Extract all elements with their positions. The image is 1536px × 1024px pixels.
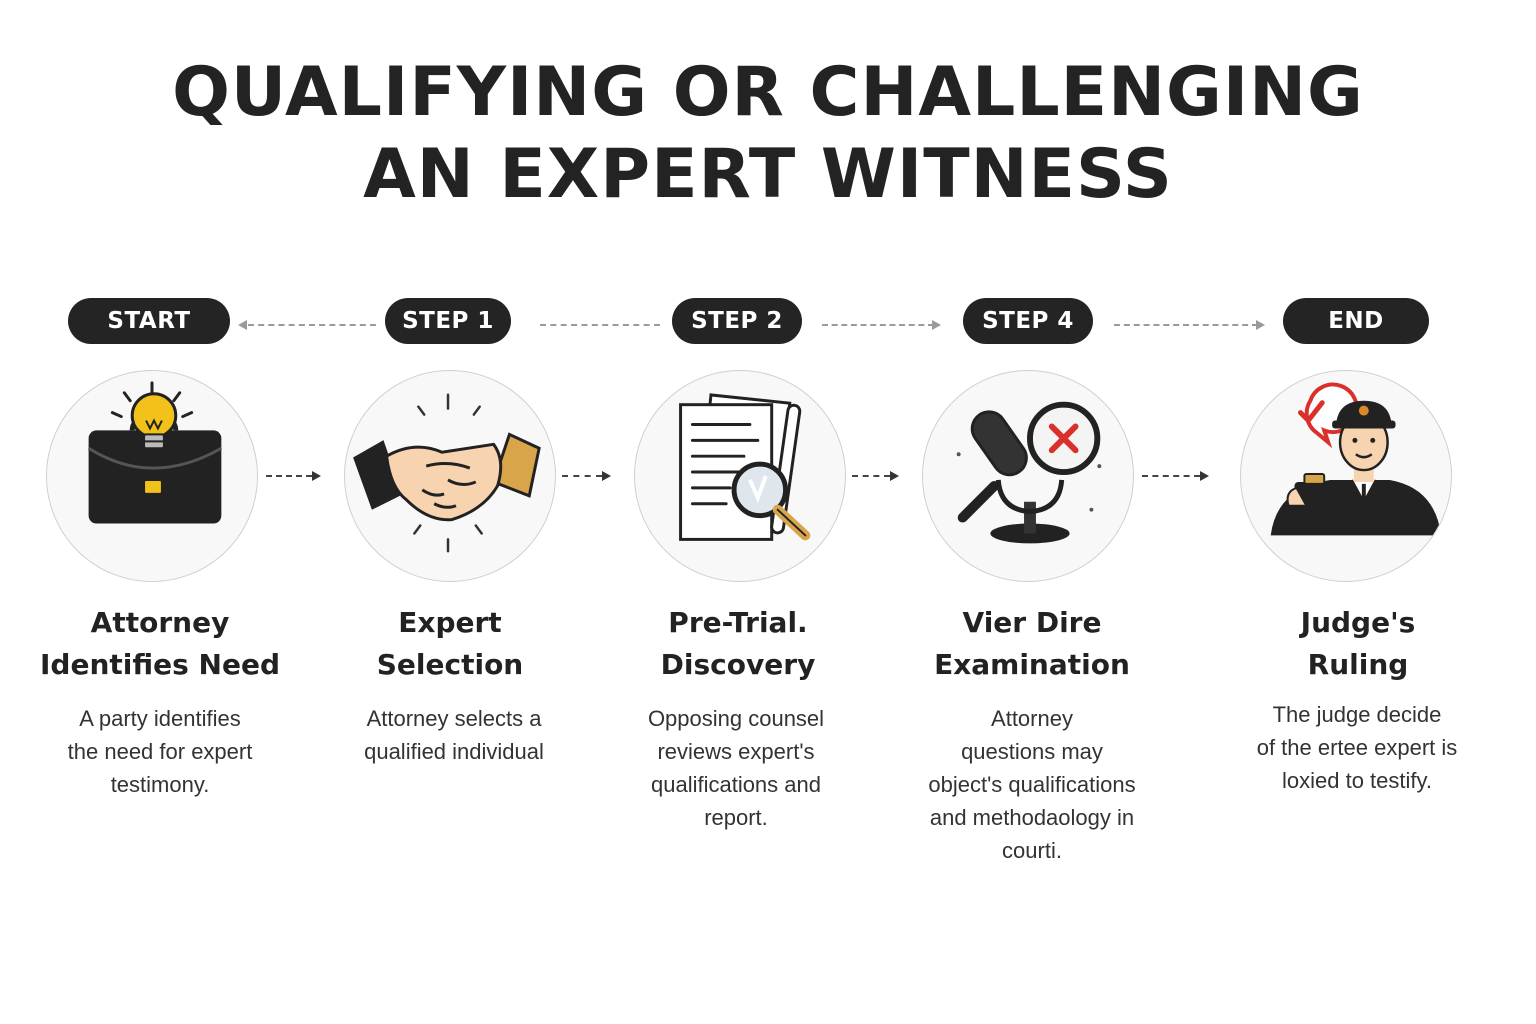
step-desc-line: object's qualifications bbox=[928, 772, 1136, 797]
step-circle-step-2 bbox=[634, 370, 846, 582]
step-badge-step-1: STEP 1 bbox=[385, 298, 511, 344]
step-circle-step-1 bbox=[344, 370, 556, 582]
step-desc-line: of the ertee expert is bbox=[1256, 735, 1458, 760]
step-desc-line: reviews expert's bbox=[657, 739, 815, 764]
step-desc-line: testimony. bbox=[110, 772, 210, 797]
judge-approval-icon bbox=[1270, 382, 1442, 536]
step-desc-line: report. bbox=[704, 805, 768, 830]
step-circle-end bbox=[1240, 370, 1452, 582]
step-desc-line: A party identifies bbox=[79, 706, 241, 731]
step-desc-line: Attorney bbox=[991, 706, 1073, 731]
step-title-end: Judge's Ruling bbox=[1208, 602, 1508, 686]
connector-arrow-start-step1 bbox=[238, 320, 247, 330]
connector-start-step1 bbox=[248, 324, 376, 326]
connector-step4-end bbox=[1114, 324, 1258, 326]
step-title-step-4: Vier Dire Examination bbox=[882, 602, 1182, 686]
step-title-line: Examination bbox=[934, 648, 1130, 681]
connector-arrow-step4-end bbox=[1256, 320, 1265, 330]
step-title-step-2: Pre-Trial. Discovery bbox=[588, 602, 888, 686]
connector-circle-3-4 bbox=[852, 475, 890, 477]
connector-arrow-circle-3-4 bbox=[890, 471, 899, 481]
step-desc-line: courti. bbox=[1002, 838, 1062, 863]
title-line-1: QUALIFYING OR CHALLENGING bbox=[172, 53, 1364, 132]
step-badge-step-2: STEP 2 bbox=[672, 298, 802, 344]
step-title-line: Discovery bbox=[660, 648, 816, 681]
step-title-line: Ruling bbox=[1307, 648, 1409, 681]
connector-circle-2-3 bbox=[562, 475, 602, 477]
step-desc-line: The judge decide bbox=[1272, 702, 1442, 727]
step-title-line: Selection bbox=[376, 648, 524, 681]
step-desc-line: qualified individual bbox=[364, 739, 544, 764]
step-desc-line: Attorney selects a bbox=[366, 706, 542, 731]
step-desc-end: The judge decide of the ertee expert is … bbox=[1212, 698, 1502, 797]
step-desc-start: A party identifies the need for expert t… bbox=[20, 702, 300, 801]
step-title-line: Pre-Trial. bbox=[668, 606, 808, 639]
page-title: QUALIFYING OR CHALLENGING AN EXPERT WITN… bbox=[0, 52, 1536, 216]
step-desc-step-4: Attorney questions may object's qualific… bbox=[884, 702, 1180, 867]
connector-arrow-circle-2-3 bbox=[602, 471, 611, 481]
step-title-start: Attorney Identifies Need bbox=[10, 602, 310, 686]
step-badge-step-4: STEP 4 bbox=[963, 298, 1093, 344]
step-circle-start bbox=[46, 370, 258, 582]
step-desc-line: loxied to testify. bbox=[1282, 768, 1432, 793]
step-desc-line: the need for expert bbox=[67, 739, 253, 764]
step-title-line: Judge's bbox=[1300, 606, 1416, 639]
step-badge-start: START bbox=[68, 298, 230, 344]
step-desc-line: qualifications and bbox=[650, 772, 821, 797]
step-desc-line: Opposing counsel bbox=[647, 706, 825, 731]
step-badge-end: END bbox=[1283, 298, 1429, 344]
step-title-line: Expert bbox=[398, 606, 502, 639]
step-desc-step-1: Attorney selects a qualified individual bbox=[314, 702, 594, 768]
connector-arrow-step2-step4 bbox=[932, 320, 941, 330]
handshake-icon bbox=[353, 393, 541, 553]
step-title-step-1: Expert Selection bbox=[300, 602, 600, 686]
step-circle-step-4 bbox=[922, 370, 1134, 582]
connector-arrow-circle-4-5 bbox=[1200, 471, 1209, 481]
connector-step1-step2 bbox=[540, 324, 660, 326]
connector-circle-1-2 bbox=[266, 475, 312, 477]
step-title-line: Identifies Need bbox=[40, 648, 280, 681]
briefcase-lightbulb-icon bbox=[87, 381, 223, 524]
connector-arrow-circle-1-2 bbox=[312, 471, 321, 481]
step-title-line: Attorney bbox=[90, 606, 230, 639]
document-magnifier-icon bbox=[679, 393, 811, 541]
step-desc-line: and methodaology in bbox=[929, 805, 1135, 830]
step-desc-step-2: Opposing counsel reviews expert's qualif… bbox=[596, 702, 876, 834]
step-desc-line: questions may bbox=[961, 739, 1103, 764]
step-title-line: Vier Dire bbox=[962, 606, 1102, 639]
title-line-2: AN EXPERT WITNESS bbox=[363, 135, 1173, 214]
microphone-rejected-icon bbox=[956, 401, 1102, 544]
connector-step2-step4 bbox=[822, 324, 934, 326]
connector-circle-4-5 bbox=[1142, 475, 1200, 477]
